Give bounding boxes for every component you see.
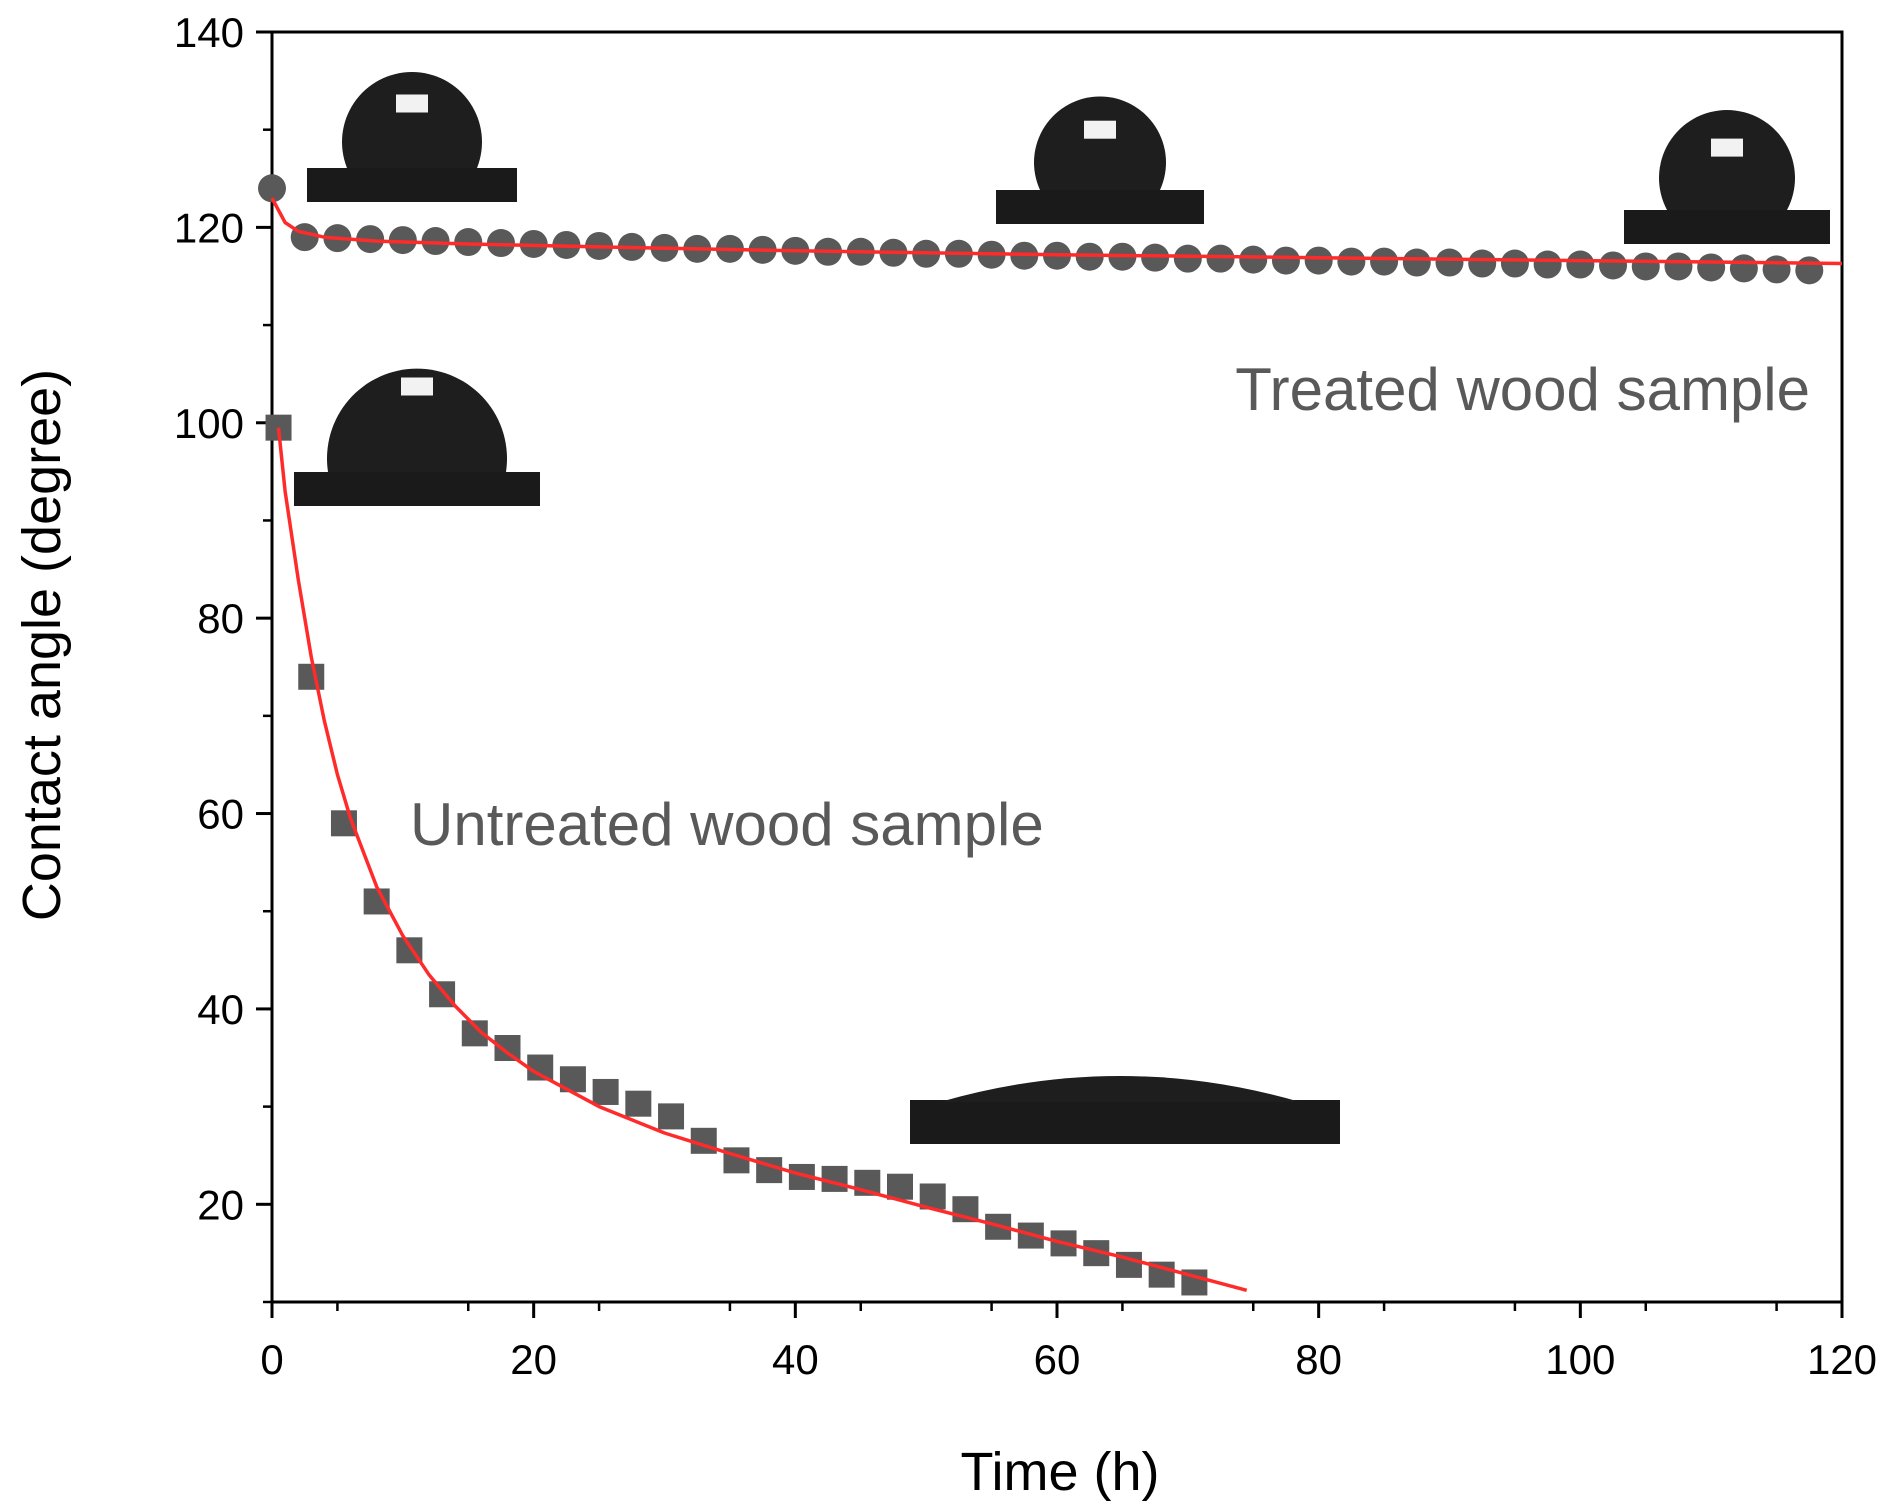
data-point-circle: [1239, 245, 1268, 274]
data-point-circle: [1337, 247, 1366, 276]
y-tick-label: 40: [197, 986, 244, 1033]
x-tick-label: 40: [772, 1336, 819, 1383]
data-point-circle: [1631, 252, 1660, 281]
water-droplet-photo: [996, 96, 1204, 224]
data-point-circle: [1271, 246, 1300, 275]
data-point-circle: [1435, 248, 1464, 277]
data-point-circle: [1664, 252, 1693, 281]
x-tick-label: 120: [1807, 1336, 1877, 1383]
fit-curves: [270, 197, 1843, 1292]
y-tick-label: 20: [197, 1181, 244, 1228]
data-point-circle: [1402, 248, 1431, 277]
annotation-treated: Treated wood sample: [1235, 356, 1810, 423]
fit-curve: [270, 197, 1843, 266]
data-point-square: [298, 663, 325, 690]
data-point-circle: [1500, 249, 1529, 278]
data-point-square: [887, 1173, 913, 1200]
spread-droplet-photo: [910, 1076, 1340, 1144]
fit-curve: [276, 427, 1248, 1292]
data-point-square: [821, 1165, 848, 1192]
data-point-circle: [388, 226, 417, 255]
water-droplet-photo: [307, 72, 517, 202]
x-tick-label: 100: [1545, 1336, 1615, 1383]
y-tick-label: 140: [174, 9, 244, 56]
data-point-square: [625, 1090, 652, 1117]
data-point-circle: [1762, 255, 1791, 284]
x-tick-label: 80: [1295, 1336, 1342, 1383]
water-droplet-photo: [294, 368, 540, 506]
x-tick-label: 0: [260, 1336, 283, 1383]
x-tick-label: 60: [1034, 1336, 1081, 1383]
y-axis-title: Contact angle (degree): [12, 369, 72, 921]
data-point-circle: [1206, 244, 1235, 273]
water-droplet-photo: [1624, 109, 1830, 244]
data-point-circle: [1533, 250, 1562, 279]
data-point-circle: [1566, 250, 1595, 279]
x-tick-label: 20: [510, 1336, 557, 1383]
data-point-circle: [258, 174, 286, 203]
tick-labels: 0 20 40 60 80 100 120 20 40 60 80 100 120 140: [174, 9, 1877, 1383]
x-axis-title: Time (h): [961, 1442, 1160, 1502]
data-point-square: [658, 1103, 685, 1130]
axes: [256, 30, 1844, 1318]
data-point-circle: [1599, 251, 1628, 280]
data-point-circle: [1141, 243, 1170, 272]
y-tick-label: 60: [197, 791, 244, 838]
data-point-circle: [1795, 256, 1824, 285]
data-point-square: [592, 1078, 619, 1105]
data-markers: [258, 174, 1824, 1296]
y-tick-label: 80: [197, 595, 244, 642]
data-point-circle: [1468, 249, 1497, 278]
data-point-circle: [421, 227, 450, 256]
data-point-circle: [1304, 246, 1333, 275]
data-point-circle: [1729, 254, 1758, 283]
data-point-circle: [1697, 253, 1726, 282]
data-point-circle: [1173, 244, 1202, 273]
data-point-circle: [454, 228, 483, 257]
annotation-untreated: Untreated wood sample: [410, 791, 1044, 858]
y-tick-label: 120: [174, 204, 244, 251]
inset-photos: [294, 72, 1830, 1144]
y-tick-label: 100: [174, 400, 244, 447]
data-point-circle: [1370, 247, 1399, 276]
